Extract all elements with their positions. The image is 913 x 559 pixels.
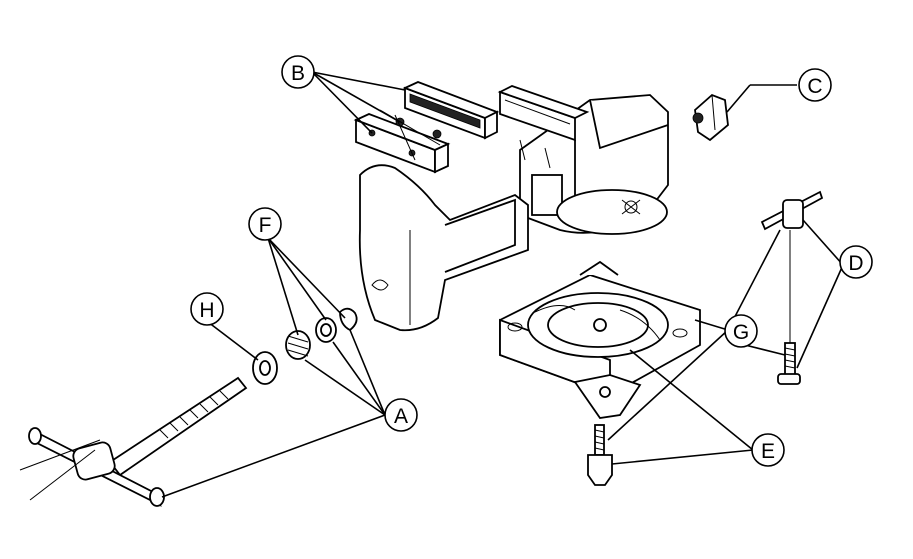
callout-a: A	[384, 398, 418, 432]
callout-g-label: G	[733, 321, 749, 344]
callout-e: E	[751, 433, 785, 467]
callout-d-label: D	[848, 252, 863, 275]
movable-jaw	[358, 164, 529, 332]
callout-h-label: H	[199, 299, 214, 322]
callout-c-label: C	[807, 75, 822, 98]
spindle-assembly	[19, 376, 248, 507]
lock-bolt	[587, 424, 613, 486]
callout-c: C	[798, 68, 832, 102]
callout-e-label: E	[761, 440, 775, 463]
callout-h: H	[190, 292, 224, 326]
anvil-cap	[692, 93, 729, 142]
clamp-bolt	[777, 342, 801, 385]
retaining-rings	[315, 307, 358, 343]
lock-handle	[760, 190, 824, 345]
spring	[285, 330, 311, 360]
jaw-insert-upper	[402, 81, 500, 140]
callout-g: G	[724, 314, 758, 348]
jaw-insert-lower	[353, 113, 451, 174]
thrust-washer	[252, 351, 278, 385]
callout-b-label: B	[291, 62, 305, 85]
callout-d: D	[839, 245, 873, 279]
callout-f-label: F	[259, 214, 272, 237]
swivel-base	[499, 260, 701, 419]
leader-lines	[161, 71, 844, 498]
callout-b: B	[281, 55, 315, 89]
callout-f: F	[248, 207, 282, 241]
vise-body	[497, 85, 669, 235]
callout-a-label: A	[394, 405, 408, 428]
